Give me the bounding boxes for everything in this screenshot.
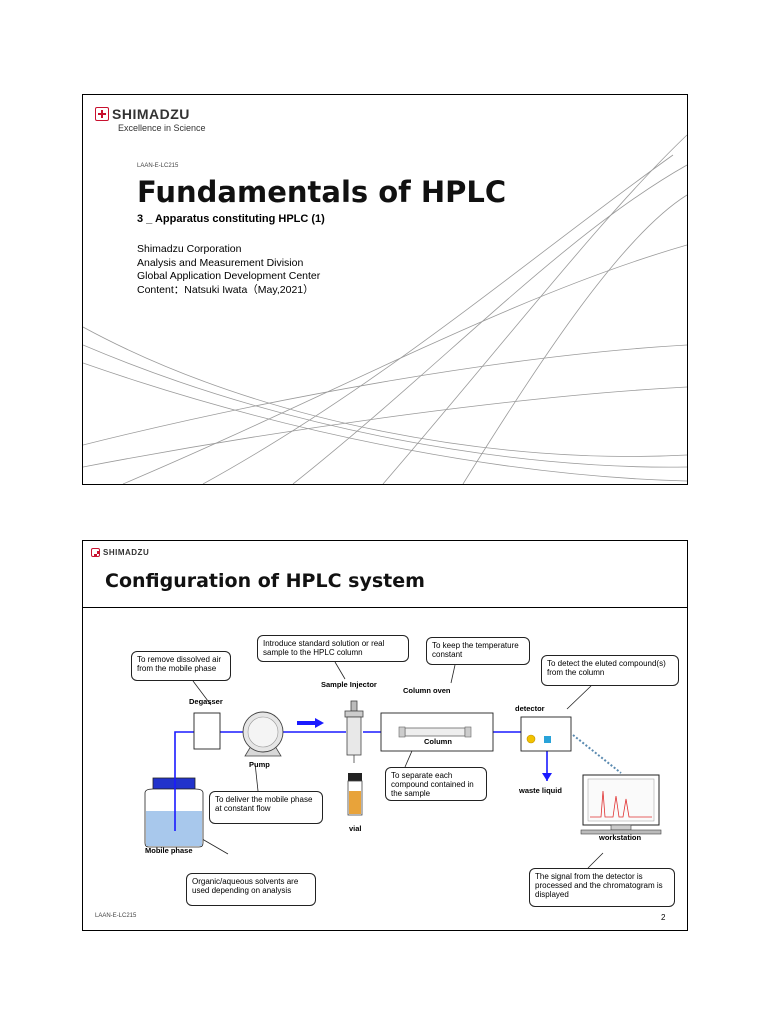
subtitle: 3 _ Apparatus constituting HPLC (1) <box>137 213 325 225</box>
pump-unit <box>242 711 284 757</box>
logo-text: SHIMADZU <box>103 548 150 557</box>
decorative-curves <box>83 134 687 484</box>
injector-callout: Introduce standard solution or real samp… <box>257 635 409 662</box>
detector-unit <box>520 716 572 752</box>
mobile-phase-bottle <box>144 777 204 848</box>
mobile-phase-callout: Organic/aqueous solvents are used depend… <box>186 873 316 906</box>
column-unit <box>398 726 472 738</box>
workstation-callout: The signal from the detector is processe… <box>529 868 675 907</box>
sample-injector-unit <box>344 700 364 763</box>
oven-callout-pointer <box>450 664 456 684</box>
detector-lamp <box>526 734 536 744</box>
pump-callout-pointer <box>254 762 259 792</box>
detector-flow-cell <box>544 736 551 743</box>
hplc-diagram <box>144 661 662 855</box>
oven-callout: To keep the temperature constant <box>426 637 530 665</box>
shimadzu-logo-icon <box>95 107 109 121</box>
shimadzu-logo: SHIMADZU <box>91 548 149 557</box>
title-slide: SHIMADZU Excellence in Science LAAN-E-LC… <box>82 94 688 485</box>
flow-path <box>174 731 548 831</box>
detector-label: detector <box>515 704 545 713</box>
mobile-phase-label: Mobile phase <box>145 846 193 855</box>
title-divider <box>83 607 687 608</box>
author-line: Shimadzu Corporation <box>137 243 242 255</box>
shimadzu-logo: SHIMADZU <box>95 106 190 122</box>
author-line: Analysis and Measurement Division <box>137 256 304 269</box>
workstation-callout-pointer <box>587 852 604 869</box>
author-line: Content：Natsuki Iwata（May,2021） <box>137 283 314 296</box>
workstation-pointer-layer <box>587 852 604 869</box>
author-line: Global Application Development Center <box>137 270 321 282</box>
slide-title: Configuration of HPLC system <box>105 570 425 592</box>
pump-label: Pump <box>249 760 270 769</box>
column-oven-label: Column oven <box>403 686 451 695</box>
vial-label: vial <box>349 824 362 833</box>
footer-doc-code: LAAN-E-LC215 <box>95 913 137 919</box>
tagline: Excellence in Science <box>118 123 206 133</box>
waste-arrow-head <box>542 773 552 781</box>
doc-code: LAAN-E-LC215 <box>137 163 179 169</box>
degasser-label: Degasser <box>189 697 223 706</box>
logo-text: SHIMADZU <box>112 106 190 122</box>
column-callout: To separate each compound contained in t… <box>385 767 487 801</box>
waste-liquid-label: waste liquid <box>519 786 562 795</box>
workstation-label: workstation <box>599 833 642 842</box>
hplc-configuration-slide: SHIMADZU Configuration of HPLC system <box>82 540 688 931</box>
page-title: Fundamentals of HPLC <box>137 175 507 209</box>
vial <box>347 773 363 816</box>
sample-injector-label: Sample Injector <box>321 680 377 689</box>
author-block: Shimadzu Corporation Analysis and Measur… <box>137 243 320 297</box>
detector-callout-pointer <box>566 685 592 710</box>
workstation-monitor <box>580 774 662 835</box>
shimadzu-logo-icon <box>91 548 100 557</box>
degasser-callout: To remove dissolved air from the mobile … <box>131 651 231 681</box>
pump-callout: To deliver the mobile phase at constant … <box>209 791 323 824</box>
column-label: Column <box>424 737 452 746</box>
degasser-callout-pointer <box>192 680 212 706</box>
page-number: 2 <box>661 913 666 922</box>
detector-callout: To detect the eluted compound(s) from th… <box>541 655 679 686</box>
degasser-unit <box>193 712 221 750</box>
injector-callout-pointer <box>334 661 346 680</box>
